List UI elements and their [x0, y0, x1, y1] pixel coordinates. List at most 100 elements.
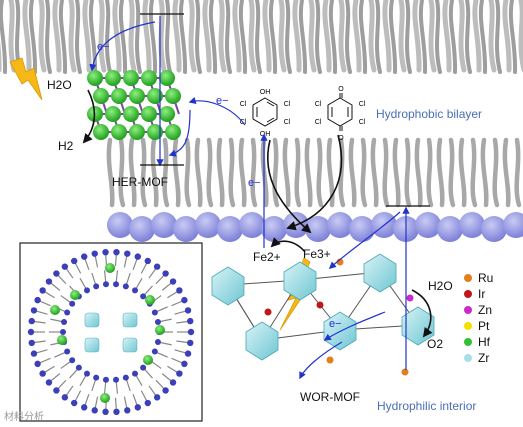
lipid-tail — [382, 0, 392, 73]
lipid-tail — [140, 137, 148, 208]
lipid-tail — [172, 0, 182, 73]
lipid-head — [217, 216, 243, 242]
lipid-tail — [392, 137, 401, 208]
lipid-tail — [225, 0, 232, 74]
lipid-tail — [326, 137, 335, 208]
legend-label: Ru — [478, 271, 493, 285]
vesicle-lipid-head — [144, 399, 152, 407]
upper-lipid-tails — [0, 0, 523, 74]
vesicle-lipid-head — [154, 319, 161, 326]
lipid-tail — [8, 0, 17, 73]
hf-node — [159, 70, 175, 86]
o-bottom-label: O — [338, 135, 344, 142]
lipid-tail — [435, 0, 442, 74]
vesicle-lipid-head — [61, 319, 68, 326]
vesicle-lipid-head — [113, 281, 120, 288]
electron-arrow — [299, 341, 343, 380]
lipid-tail — [105, 0, 112, 74]
vesicle-lipid-head — [45, 278, 53, 285]
metal-site — [406, 294, 414, 302]
lipid-tail — [502, 0, 512, 73]
fe2-label: Fe2+ — [253, 250, 281, 264]
legend-swatch — [464, 290, 472, 298]
hf-node — [147, 124, 163, 140]
lipid-tail — [194, 137, 203, 208]
legend-swatch — [464, 354, 472, 362]
lipid-tail — [518, 0, 523, 73]
legend-label: Zr — [478, 351, 489, 365]
electron-arrow — [89, 21, 156, 72]
tetrachloroquinone: O Cl Cl Cl Cl O — [315, 86, 366, 142]
metal-site — [326, 356, 334, 364]
lipid-tail — [426, 137, 434, 208]
hf-node — [145, 295, 155, 305]
lipid-tail — [470, 137, 478, 208]
lipid-tail — [418, 0, 428, 74]
lipid-tail — [218, 0, 227, 73]
hf-node — [165, 124, 181, 140]
zr-node — [363, 253, 397, 293]
lipid-head — [195, 212, 221, 238]
lipid-tail — [238, 137, 247, 208]
electron-label: e− — [329, 318, 342, 330]
vesicle-lipid-head — [134, 404, 141, 411]
hydrophilic-interior-label: Hydrophilic interior — [377, 399, 476, 413]
hf-node — [100, 393, 110, 403]
water-left-label: H2O — [47, 78, 72, 92]
lipid-tail — [360, 137, 368, 208]
lipid-head — [239, 212, 265, 238]
quinone-cycle-arrow — [286, 134, 343, 231]
lipid-tail — [238, 0, 248, 74]
vesicle-lipid-head — [84, 370, 90, 377]
hf-node — [159, 106, 175, 122]
lipid-tail — [178, 0, 188, 74]
vesicle-lipid-head — [184, 350, 192, 357]
vesicle-lipid-head — [102, 281, 109, 288]
lipid-tail — [45, 0, 52, 74]
hf-node — [50, 305, 60, 315]
hf-node — [105, 106, 121, 122]
lipid-tail — [142, 0, 152, 73]
hf-node — [129, 88, 145, 104]
lipid-tail — [255, 0, 262, 74]
lipid-tail — [448, 137, 456, 208]
watermark-text: 材料分析 — [4, 410, 44, 423]
vesicle-lipid-head — [153, 263, 161, 270]
lipid-tail — [278, 0, 287, 73]
lipid-tail — [382, 137, 390, 208]
vesicle-lipid-head — [81, 404, 88, 411]
hf-node — [87, 70, 103, 86]
lipid-tail — [158, 0, 167, 73]
lipid-tail — [492, 137, 500, 208]
vesicle-lipid-head — [60, 329, 66, 335]
lipid-tail — [22, 0, 32, 73]
lipid-tail — [412, 0, 422, 73]
lipid-tail — [216, 137, 225, 208]
hydrogen-label: H2 — [58, 139, 74, 153]
vesicle-lipid-head — [187, 328, 195, 336]
lipid-head — [481, 216, 507, 242]
electron-transfer-arrows — [89, 13, 430, 380]
legend-swatch — [464, 306, 472, 314]
vesicle-lipid-head — [151, 309, 158, 316]
oh-bottom-label: OH — [260, 131, 271, 138]
vesicle-lipid-head — [45, 379, 53, 386]
lipid-head — [503, 212, 523, 238]
hf-node — [105, 263, 115, 273]
vesicle-lipid-head — [34, 296, 41, 304]
vesicle-lipid-head — [169, 379, 177, 386]
lipid-tail — [315, 0, 322, 74]
hf-node — [111, 88, 127, 104]
lipid-tail — [118, 137, 126, 208]
zr-node — [245, 321, 279, 361]
lipid-head — [349, 216, 375, 242]
vesicle-lipid-head — [30, 307, 38, 314]
vesicle-lipid-head — [27, 328, 35, 336]
vesicle-lipid-head — [34, 360, 41, 368]
lipid-tail — [428, 0, 437, 73]
zr-node — [84, 337, 100, 353]
vesicle-lipid-head — [162, 270, 169, 277]
lipid-tail — [345, 0, 352, 74]
legend-swatch — [464, 338, 472, 346]
